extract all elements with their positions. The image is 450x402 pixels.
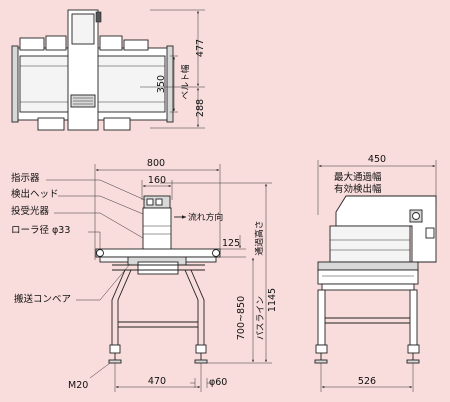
dim-pass-line-range: 700~850: [236, 296, 247, 340]
callout-conveyor: 搬送コンベア: [14, 293, 71, 305]
label-pass-height: 通過高さ: [253, 220, 265, 255]
dim-leg-spacing: 470: [148, 376, 166, 387]
dim-lower: 288: [195, 99, 206, 117]
label-pass-line: パスライン: [255, 296, 266, 340]
side-view: 800 160 流れ方向 125: [68, 158, 278, 392]
label-flow-direction: 流れ方向: [188, 211, 223, 223]
callout-roller-diameter: ローラ径 φ33: [11, 224, 70, 236]
callout-emitter-receiver: 投受光器: [11, 205, 50, 217]
label-bolt: M20: [68, 380, 88, 391]
side-view-detection-head: [142, 207, 172, 251]
callout-indicator: 指示器: [11, 172, 40, 184]
label-belt-width: ベルト幅: [179, 64, 191, 99]
front-view-conveyor: [317, 261, 419, 271]
dim-overall: 477: [195, 39, 206, 57]
callout-detection-head: 検出ヘッド: [11, 188, 59, 200]
dim-head-width: 160: [148, 175, 166, 186]
top-view: 477 350 ベルト幅 288: [11, 9, 206, 131]
dim-belt-width: 350: [156, 75, 167, 93]
dim-base-width: 526: [358, 376, 376, 387]
front-view-stand: [314, 289, 420, 364]
dim-total-width: 800: [147, 158, 165, 169]
side-view-conveyor: [95, 248, 221, 258]
dim-front-width: 450: [368, 154, 386, 165]
side-view-stand: [108, 264, 208, 364]
dim-total-height: 1145: [267, 288, 278, 312]
dim-belt-height: 125: [222, 238, 240, 249]
label-max-pass-width: 最大通過幅: [334, 171, 382, 183]
dim-foot-diameter: φ60: [209, 377, 227, 388]
callout-labels: 指示器 検出ヘッド 投受光器 ローラ径 φ33 搬送コンベア: [11, 172, 146, 305]
front-view: 450 最大通過幅 有効検出幅: [314, 154, 437, 392]
label-effective-detect-width: 有効検出幅: [334, 183, 382, 195]
